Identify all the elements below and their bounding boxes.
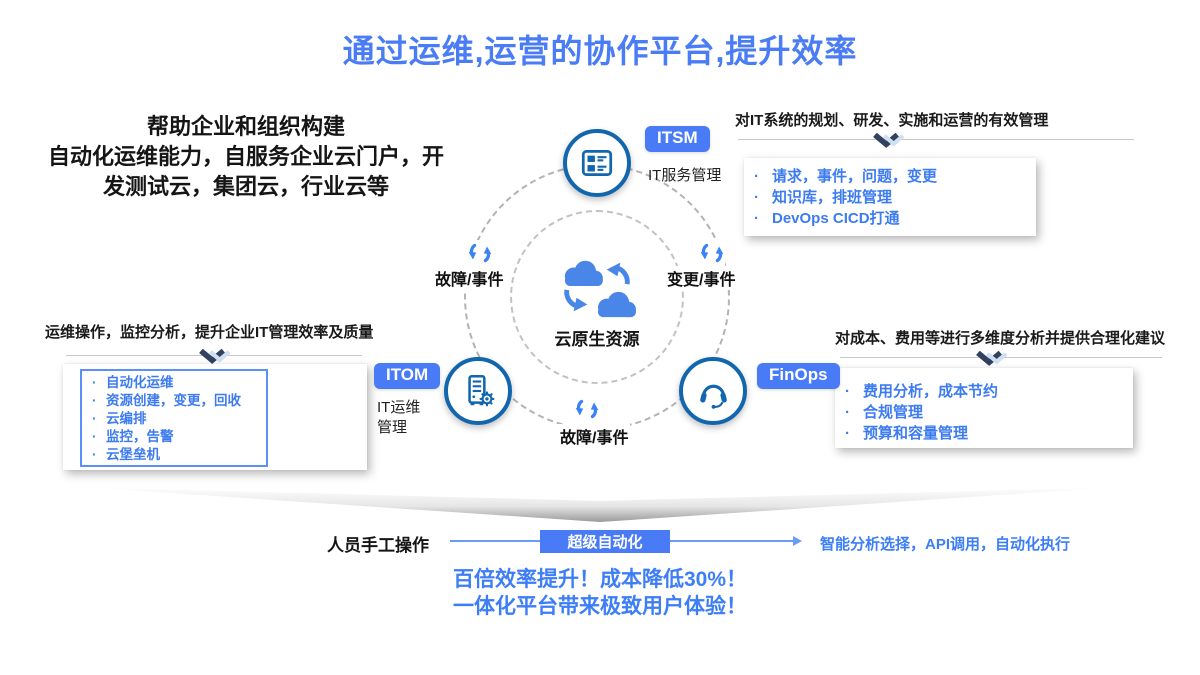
edge-label-left: 故障/事件 xyxy=(433,266,506,290)
sync-arrows-icon xyxy=(574,396,600,422)
itom-feature-inner-box: 自动化运维 资源创建，变更，回收 云编排 监控，告警 云堡垒机 xyxy=(80,369,268,467)
list-item: 合规管理 xyxy=(835,402,1133,423)
center-label: 云原生资源 xyxy=(554,330,640,349)
edge-label-bottom: 故障/事件 xyxy=(558,424,631,448)
service-catalog-icon xyxy=(581,150,613,176)
flow-arrowhead-icon xyxy=(793,536,802,546)
itsm-divider xyxy=(738,139,1134,140)
finops-node-circle xyxy=(679,357,747,425)
list-item: DevOps CICD打通 xyxy=(744,208,1036,229)
itom-subtitle: IT运维 管理 xyxy=(377,398,420,438)
finops-feature-list: 费用分析，成本节约 合规管理 预算和容量管理 xyxy=(835,368,1133,444)
sync-arrows-icon xyxy=(467,240,493,266)
list-item: 资源创建，变更，回收 xyxy=(82,392,266,410)
list-item: 请求，事件，问题，变更 xyxy=(744,166,1036,187)
inner-dashed-circle xyxy=(510,210,684,384)
headset-icon xyxy=(700,384,727,409)
list-item: 云堡垒机 xyxy=(82,446,266,464)
itsm-feature-box: 请求，事件，问题，变更 知识库，排班管理 DevOps CICD打通 xyxy=(744,158,1036,236)
list-item: 预算和容量管理 xyxy=(835,423,1133,444)
chevron-down-icon xyxy=(199,349,231,364)
itom-badge: ITOM xyxy=(374,363,441,389)
list-item: 知识库，排班管理 xyxy=(744,187,1036,208)
flow-badge: 超级自动化 xyxy=(540,530,670,553)
itom-feature-box: 自动化运维 资源创建，变更，回收 云编排 监控，告警 云堡垒机 xyxy=(63,364,367,470)
intro-line-2: 自动化运维能力，自服务企业云门户，开 xyxy=(47,144,444,169)
intro-line-1: 帮助企业和组织构建 xyxy=(146,114,345,139)
itsm-feature-list: 请求，事件，问题，变更 知识库，排班管理 DevOps CICD打通 xyxy=(744,158,1036,229)
page-title: 通过运维,运营的协作平台,提升效率 xyxy=(342,33,858,69)
itsm-node-circle xyxy=(563,129,631,197)
itom-feature-list: 自动化运维 资源创建，变更，回收 云编排 监控，告警 云堡垒机 xyxy=(82,371,266,464)
edge-label-right: 变更/事件 xyxy=(665,266,738,290)
v-shadow-divider xyxy=(80,487,1120,522)
itsm-panel-header: 对IT系统的规划、研发、实施和运营的有效管理 xyxy=(735,112,1049,129)
slogan-line-1: 百倍效率提升！成本降低30%！ xyxy=(452,568,748,591)
finops-panel-header: 对成本、费用等进行多维度分析并提供合理化建议 xyxy=(835,330,1166,347)
list-item: 云编排 xyxy=(82,410,266,428)
itom-panel-header: 运维操作，监控分析，提升企业IT管理效率及质量 xyxy=(45,324,374,341)
chevron-down-icon xyxy=(873,133,905,148)
chevron-down-icon xyxy=(976,351,1008,366)
itom-node-circle xyxy=(444,357,512,425)
list-item: 监控，告警 xyxy=(82,428,266,446)
intro-paragraph: 帮助企业和组织构建 自动化运维能力，自服务企业云门户，开 发测试云，集团云，行业… xyxy=(30,112,462,202)
flow-left-label: 人员手工操作 xyxy=(327,536,429,555)
itom-subtitle-line-1: IT运维 xyxy=(377,399,421,416)
itsm-badge: ITSM xyxy=(645,126,710,152)
itom-subtitle-line-2: 管理 xyxy=(377,419,408,436)
intro-line-3: 发测试云，集团云，行业云等 xyxy=(102,174,389,199)
itsm-subtitle: IT服务管理 xyxy=(648,167,722,184)
list-item: 费用分析，成本节约 xyxy=(835,381,1133,402)
finops-feature-box: 费用分析，成本节约 合规管理 预算和容量管理 xyxy=(835,368,1133,448)
list-item: 自动化运维 xyxy=(82,374,266,392)
flow-right-label: 智能分析选择，API调用，自动化执行 xyxy=(820,536,1071,553)
cloud-sync-icon xyxy=(564,260,636,318)
slogan-line-2: 一体化平台带来极致用户体验！ xyxy=(453,595,747,618)
finops-badge: FinOps xyxy=(757,363,840,389)
sync-arrows-icon xyxy=(699,240,725,266)
server-gear-icon xyxy=(468,374,495,407)
